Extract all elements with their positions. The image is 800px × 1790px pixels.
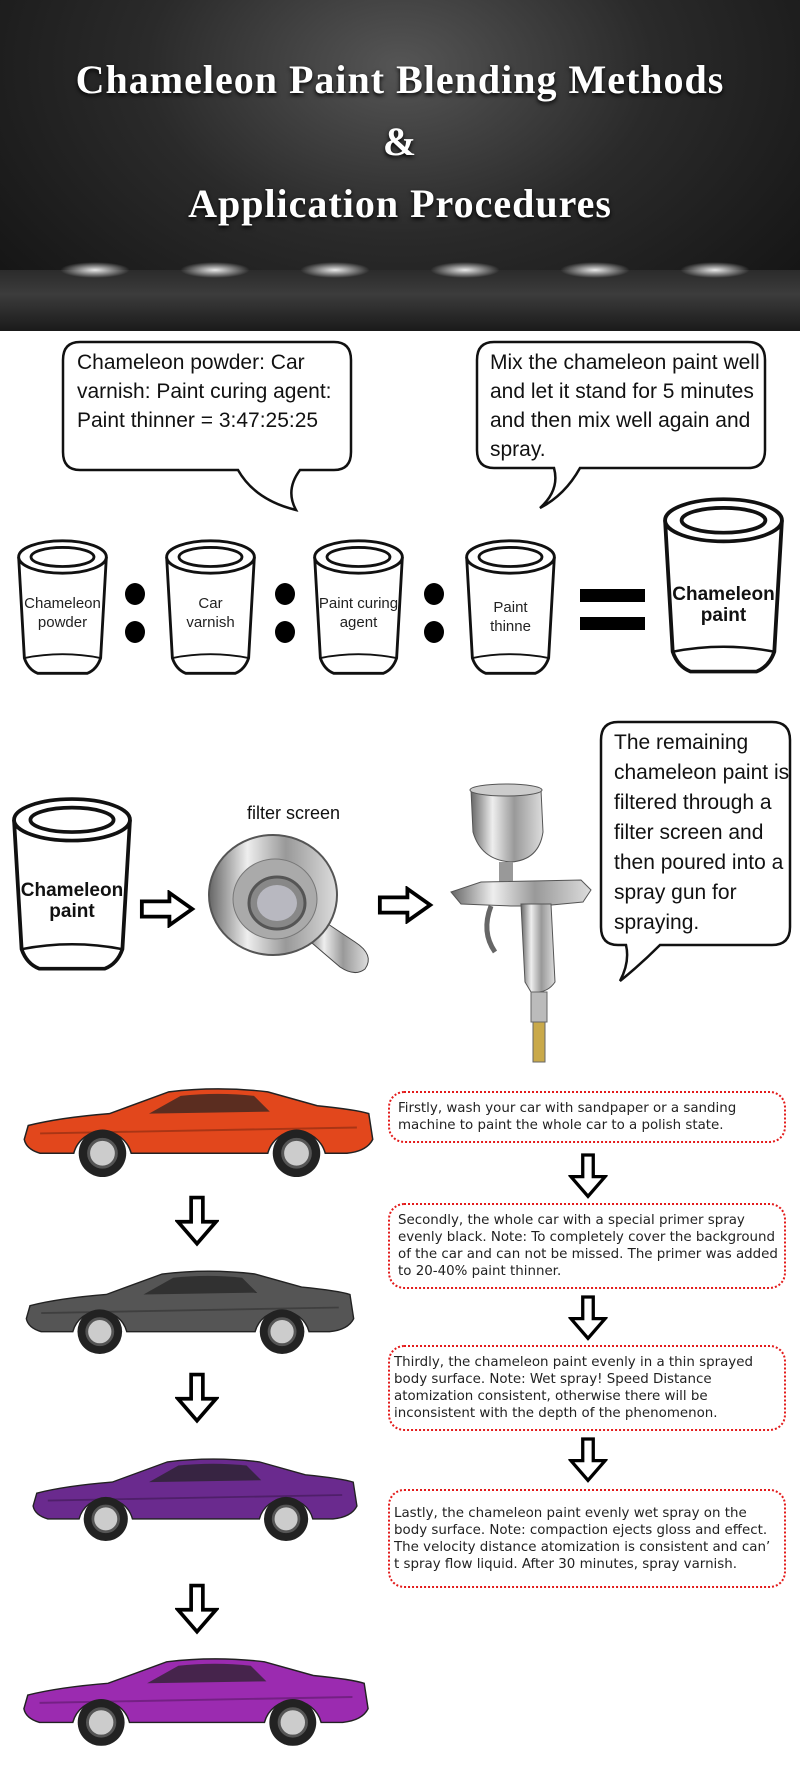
title-line-2: Application Procedures — [188, 181, 612, 226]
step-4-box: Lastly, the chameleon paint evenly wet s… — [388, 1489, 786, 1588]
header-floor-decoration — [0, 270, 800, 331]
colon-icon — [125, 583, 145, 643]
step-2-box: Secondly, the whole car with a special p… — [388, 1203, 786, 1289]
down-arrow-icon — [175, 1369, 219, 1427]
light-glow — [560, 262, 630, 278]
ratio-bubble-text: Chameleon powder: Car varnish: Paint cur… — [77, 351, 332, 432]
title-ampersand: & — [382, 119, 418, 164]
car-red-image — [20, 1078, 377, 1177]
light-glow — [680, 262, 750, 278]
filter-screen-label: filter screen — [246, 803, 341, 823]
car-black-primer-image — [20, 1261, 360, 1354]
right-arrow-icon — [377, 886, 434, 924]
down-arrow-icon — [175, 1580, 219, 1638]
step-3-box: Thirdly, the chameleon paint evenly in a… — [388, 1345, 786, 1431]
filter-bubble-shape — [599, 720, 792, 982]
mix-bubble-text: Mix the chameleon paint well and let it … — [490, 351, 760, 461]
filter-bubble-text: The remaining chameleon paint is filtere… — [614, 731, 790, 934]
car-chameleon-purple-image — [20, 1449, 370, 1541]
step-1-text: Firstly, wash your car with sandpaper or… — [398, 1101, 737, 1133]
ratio-bubble-shape — [61, 340, 353, 512]
light-glow — [430, 262, 500, 278]
colon-icon — [424, 583, 444, 643]
down-arrow-icon — [175, 1192, 219, 1250]
step-2-text: Secondly, the whole car with a special p… — [398, 1213, 778, 1279]
down-arrow-icon — [566, 1437, 610, 1483]
title-line-1: Chameleon Paint Blending Methods — [75, 57, 725, 102]
mix-bubble-shape — [475, 340, 767, 510]
equals-icon — [580, 589, 645, 630]
light-glow — [60, 262, 130, 278]
filter-screen-icon — [208, 834, 369, 973]
light-glow — [180, 262, 250, 278]
step-1-box: Firstly, wash your car with sandpaper or… — [388, 1091, 786, 1143]
header-banner: Chameleon Paint Blending Methods & Appli… — [0, 0, 800, 331]
spray-gun-icon — [450, 783, 592, 1063]
down-arrow-icon — [566, 1153, 610, 1199]
car-chameleon-final-image — [20, 1643, 372, 1751]
ratio-symbols — [125, 583, 645, 643]
step-4-text: Lastly, the chameleon paint evenly wet s… — [394, 1505, 771, 1572]
down-arrow-icon — [566, 1295, 610, 1341]
speech-bubble-shapes — [61, 340, 792, 982]
colon-icon — [275, 583, 295, 643]
light-glow — [300, 262, 370, 278]
right-arrow-icon — [139, 890, 196, 928]
step-3-text: Thirdly, the chameleon paint evenly in a… — [394, 1355, 753, 1421]
